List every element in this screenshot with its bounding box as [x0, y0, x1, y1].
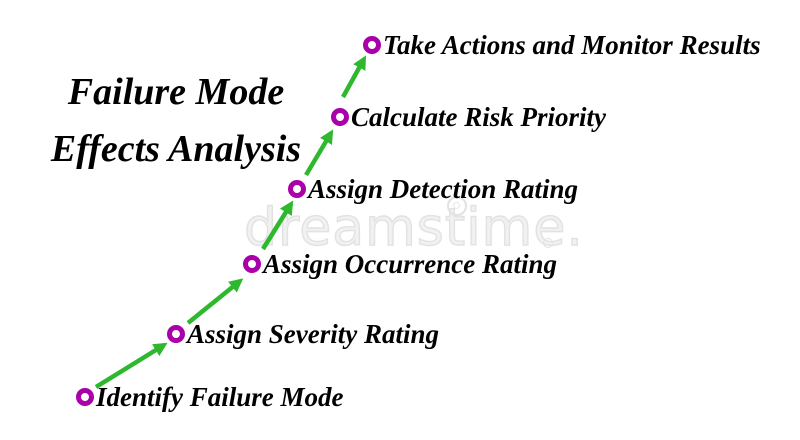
step-circle-icon — [76, 388, 94, 406]
flow-arrow-1 — [94, 342, 168, 389]
step-circle-icon — [167, 325, 185, 343]
step-label: Assign Severity Rating — [187, 319, 440, 349]
watermark-text: dreamstime. — [243, 197, 584, 258]
step-calculate-risk-priority: Calculate Risk Priority — [331, 102, 607, 132]
flow-arrow-2 — [186, 278, 244, 325]
step-circle-icon — [363, 36, 381, 54]
diagram-title: Failure Mode Effects Analysis — [28, 64, 324, 178]
flow-arrow-5 — [341, 55, 367, 99]
flow-arrow-3 — [261, 200, 294, 251]
step-identify-failure-mode: Identify Failure Mode — [76, 382, 344, 412]
step-assign-occurrence-rating: Assign Occurrence Rating — [243, 249, 558, 279]
step-label: Assign Occurrence Rating — [263, 249, 558, 279]
step-label: Identify Failure Mode — [96, 382, 344, 412]
step-assign-severity-rating: Assign Severity Rating — [167, 319, 440, 349]
watermark-registered-icon — [543, 238, 553, 248]
step-circle-icon — [243, 255, 261, 273]
step-label: Calculate Risk Priority — [351, 102, 607, 132]
step-circle-icon — [288, 180, 306, 198]
watermark-swirl-icon — [447, 196, 467, 216]
step-label: Assign Detection Rating — [308, 174, 579, 204]
step-circle-icon — [331, 108, 349, 126]
flow-arrow-4 — [304, 129, 334, 177]
diagram-title-line1: Failure Mode — [67, 71, 285, 113]
step-assign-detection-rating: Assign Detection Rating — [288, 174, 579, 204]
step-label: Take Actions and Monitor Results — [383, 30, 761, 60]
diagram-title-line2: Effects Analysis — [50, 128, 302, 170]
step-take-actions-monitor-results: Take Actions and Monitor Results — [363, 30, 761, 60]
